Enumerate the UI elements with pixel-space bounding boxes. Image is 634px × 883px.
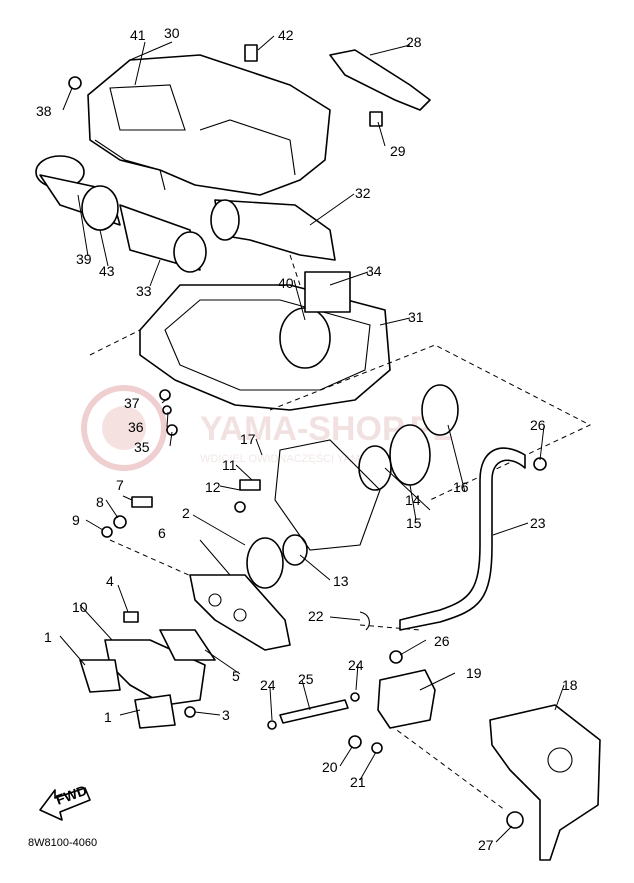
callout-33: 33	[136, 283, 152, 299]
callout-26a: 26	[530, 417, 546, 433]
callout-27: 27	[478, 837, 494, 853]
callout-31: 31	[408, 309, 424, 325]
bracket	[489, 704, 601, 861]
callout-4: 4	[106, 573, 114, 589]
callout-5: 5	[232, 668, 240, 684]
front-arrow: FWD	[39, 782, 91, 821]
guide-lines	[89, 254, 301, 356]
leader-lines	[59, 35, 565, 843]
callout-1b: 1	[104, 709, 112, 725]
callout-32: 32	[355, 185, 371, 201]
callout-8: 8	[96, 494, 104, 510]
callout-13: 13	[333, 573, 349, 589]
intake-joint	[210, 199, 336, 261]
bracket-top	[329, 49, 431, 111]
callout-14: 14	[405, 492, 421, 508]
hardware	[68, 44, 547, 829]
callout-35: 35	[134, 439, 150, 455]
callout-19: 19	[466, 665, 482, 681]
callout-18: 18	[562, 677, 578, 693]
callout-30: 30	[164, 25, 180, 41]
breather-hose	[399, 447, 526, 631]
callout-2: 2	[182, 505, 190, 521]
callout-17: 17	[240, 431, 256, 447]
callout-3: 3	[222, 707, 230, 723]
callout-6: 6	[158, 525, 166, 541]
intake-duct	[35, 155, 207, 273]
callout-25: 25	[298, 671, 314, 687]
air-filter-case	[139, 271, 391, 411]
callout-36: 36	[128, 419, 144, 435]
callout-10: 10	[72, 599, 88, 615]
callout-38: 38	[36, 103, 52, 119]
callout-16: 16	[453, 479, 469, 495]
callout-37: 37	[124, 395, 140, 411]
callout-42: 42	[278, 27, 294, 43]
callout-21: 21	[350, 774, 366, 790]
callout-15: 15	[406, 515, 422, 531]
callout-29: 29	[390, 143, 406, 159]
callout-26b: 26	[434, 633, 450, 649]
callout-39: 39	[76, 251, 92, 267]
guide-lines-lower	[109, 539, 506, 811]
callout-12: 12	[205, 479, 221, 495]
air-filter-case-cover	[87, 54, 331, 196]
callout-24b: 24	[260, 677, 276, 693]
callout-11: 11	[222, 457, 237, 473]
intake-manifold	[79, 629, 216, 729]
mounting-plate	[189, 574, 291, 651]
callout-40: 40	[278, 275, 294, 291]
callout-34: 34	[366, 263, 382, 279]
guide-box-right	[269, 344, 592, 501]
carburetor-joint	[246, 384, 459, 589]
callouts: 41 30 42 28 38 29 32 39 43 33 40 34 31 3…	[36, 25, 578, 853]
callout-22: 22	[308, 608, 324, 624]
callout-43: 43	[99, 263, 115, 279]
callout-41: 41	[130, 27, 146, 43]
diagram-code: 8W8100-4060	[28, 837, 97, 849]
watermark-tagline: WDICIEL OWIDNACZĘŚCI YAMAHA	[200, 452, 383, 465]
callout-28: 28	[406, 34, 422, 50]
callout-20: 20	[322, 759, 338, 775]
pipe	[279, 699, 349, 724]
callout-9: 9	[72, 512, 80, 528]
callout-23: 23	[530, 515, 546, 531]
callout-7: 7	[116, 477, 124, 493]
callout-1a: 1	[44, 629, 52, 645]
canister	[377, 669, 436, 729]
callout-24a: 24	[348, 657, 364, 673]
